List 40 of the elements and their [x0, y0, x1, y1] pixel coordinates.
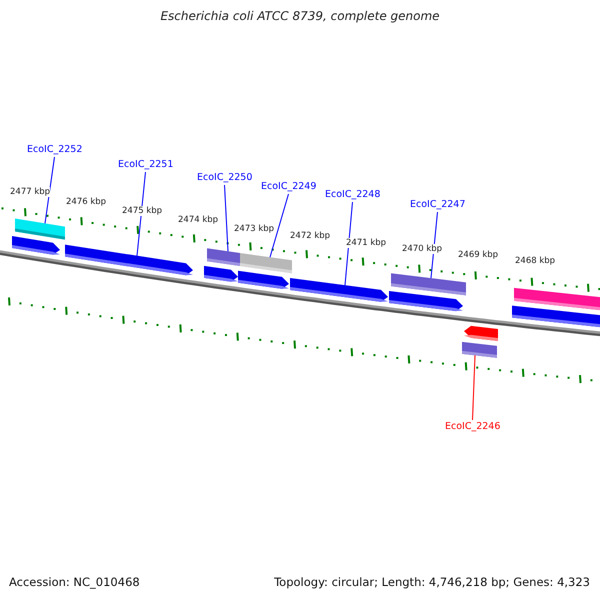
tick-label: 2473 kbp	[234, 224, 274, 234]
gene-label: EcoIC_2250	[197, 172, 252, 184]
leader-line	[472, 354, 476, 420]
footer-text: Accession: NC_010468	[9, 575, 140, 589]
gene-bar	[514, 288, 600, 311]
leader-line	[44, 156, 55, 224]
tick-label: 2470 kbp	[402, 244, 442, 254]
gene-label: EcoIC_2246	[445, 421, 500, 433]
gene-label: EcoIC_2252	[27, 144, 82, 156]
gene-label: EcoIC_2247	[410, 199, 466, 211]
tick-label: 2468 kbp	[515, 256, 556, 266]
gene-block	[204, 266, 238, 282]
leader-line	[344, 202, 353, 286]
tick-label: 2471 kbp	[346, 238, 386, 248]
gene-bar	[391, 273, 466, 296]
gene-label: EcoIC_2251	[118, 159, 174, 171]
tick-label: 2469 kbp	[458, 250, 498, 260]
gene-bar	[207, 248, 240, 266]
footer-text: Topology: circular; Length: 4,746,218 bp; Genes: 4,323	[274, 575, 590, 589]
gene-block	[238, 270, 289, 289]
gene-bar	[512, 306, 600, 328]
gene-bar	[462, 342, 497, 358]
gene-block	[290, 278, 388, 302]
gene-block	[464, 326, 498, 342]
gene-label: EcoIC_2248	[325, 189, 380, 201]
tick-label: 2475 kbp	[122, 206, 162, 216]
tick-label: 2472 kbp	[290, 231, 330, 241]
leader-line	[136, 172, 146, 256]
gene-block	[389, 290, 463, 312]
gene-block	[12, 236, 60, 255]
gene-label: EcoIC_2249	[261, 181, 316, 193]
leader-line	[224, 184, 228, 252]
gene-block	[65, 244, 193, 276]
map-title: Escherichia coli ATCC 8739, complete genome	[160, 9, 440, 23]
leader-line	[270, 194, 289, 258]
tick-label: 2476 kbp	[66, 197, 106, 207]
tick-label: 2477 kbp	[10, 187, 50, 197]
gene-bar	[240, 253, 292, 274]
gene-bar	[15, 218, 65, 240]
tick-label: 2474 kbp	[178, 215, 218, 225]
